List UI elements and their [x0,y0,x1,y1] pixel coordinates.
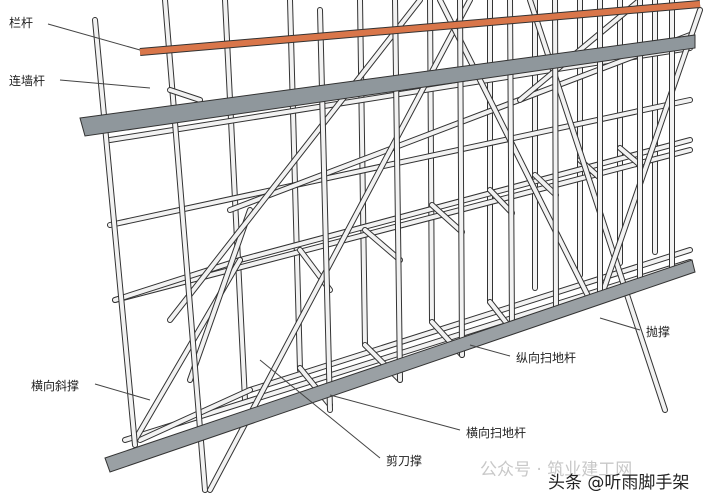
label-transverse-diagonal: 横向斜撑 [30,377,81,394]
outer-post [318,8,332,412]
leader-lines [47,23,641,459]
railing [139,0,701,56]
transom [363,228,402,262]
brace [518,0,642,102]
brace [188,208,252,382]
bottom-board [104,259,696,473]
brace [168,0,422,322]
label-wall-tie: 连墙杆 [8,72,47,89]
outer-ledger [108,46,692,142]
wechat-watermark: 公众号 · 筑业建工网 [480,460,633,480]
wall-tie [168,88,202,102]
label-scissor-brace: 剪刀撑 [385,452,424,469]
outer-post [93,18,137,447]
brace [598,8,702,302]
inner-post [428,0,434,324]
work-platform-board [79,34,696,137]
transom [618,146,642,167]
transom [430,203,464,234]
outer-ledger [123,260,692,442]
outer-post [163,0,207,492]
label-outrigger-brace: 抛撑 [645,323,672,340]
outer-post [508,0,514,332]
outer-post [553,0,558,314]
label-transverse-sweep: 横向扫地杆 [465,424,528,441]
outer-post [393,0,402,382]
label-railing: 栏杆 [8,14,35,31]
transom [113,258,242,302]
toutiao-watermark: 头条 @听雨脚手架 [548,473,690,493]
brace [438,0,592,302]
transom [533,173,558,197]
inner-ledger [248,248,692,392]
outer-post [458,0,464,357]
inner-ledger [238,138,692,262]
transom [138,388,252,442]
label-longitudinal-sweep: 纵向扫地杆 [515,349,578,366]
